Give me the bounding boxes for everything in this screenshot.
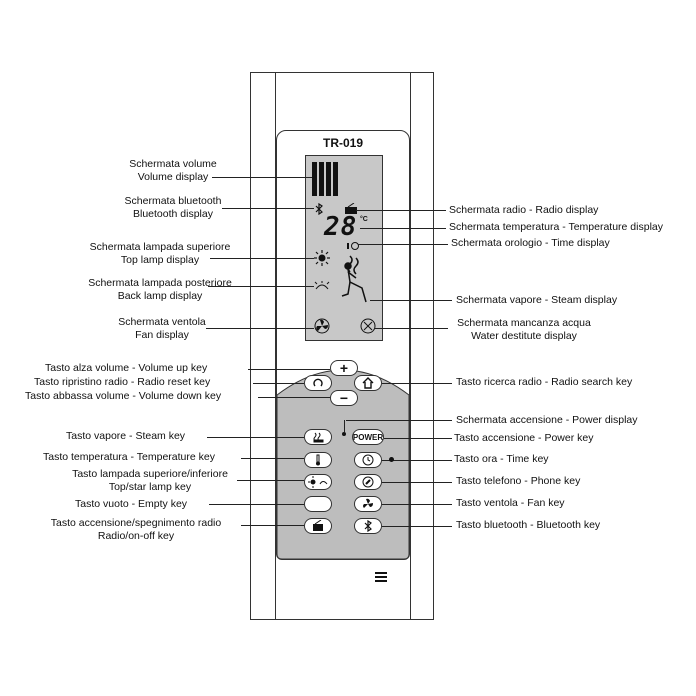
phone-icon: [362, 476, 374, 488]
leader-line: [360, 228, 446, 229]
steam-key[interactable]: [304, 429, 332, 445]
power-key[interactable]: POWER: [352, 429, 384, 445]
radio-on-off-key[interactable]: [304, 518, 332, 534]
menu-icon: [374, 570, 388, 589]
leader-line: [207, 437, 304, 438]
home-icon: [362, 377, 374, 389]
temperature-unit: °C: [360, 216, 368, 223]
fan-key-label: Tasto ventola - Fan key: [456, 497, 565, 509]
radio-display-label: Schermata radio - Radio display: [449, 204, 599, 216]
leader-line: [382, 460, 452, 461]
empty-key[interactable]: [304, 496, 332, 512]
model-title: TR-019: [322, 136, 363, 150]
radio-search-key-label: Tasto ricerca radio - Radio search key: [456, 376, 633, 388]
time-key-label: Tasto ora - Time key: [454, 453, 549, 465]
leader-line: [382, 482, 452, 483]
radio-icon: [313, 520, 323, 531]
bluetooth-display-icon: [314, 202, 324, 220]
temperature-key-label: Tasto temperatura - Temperature key: [43, 451, 215, 463]
leader-line: [248, 369, 330, 370]
top-lamp-display-icon: [314, 250, 330, 271]
leader-line: [212, 177, 312, 178]
time-display-label: Schermata orologio - Time display: [451, 237, 610, 249]
bluetooth-key[interactable]: [354, 518, 382, 534]
leader-line: [258, 397, 330, 398]
leader-line: [253, 383, 304, 384]
leader-line: [382, 526, 452, 527]
phone-key-label: Tasto telefono - Phone key: [456, 475, 581, 487]
radio-search-key[interactable]: [354, 375, 382, 391]
leader-line: [222, 208, 314, 209]
fan-key[interactable]: [354, 496, 382, 512]
lamp-icon: [308, 476, 328, 488]
leader-line: [384, 438, 452, 439]
empty-key-label: Tasto vuoto - Empty key: [75, 498, 188, 510]
power-display-label: Schermata accensione - Power display: [456, 414, 638, 426]
remote-right-rail: [410, 72, 434, 620]
steam-key-label: Tasto vapore - Steam key: [66, 430, 186, 442]
leader-line: [208, 286, 314, 287]
fan-display-icon: [314, 318, 330, 339]
leader-line: [206, 328, 314, 329]
leader-line: [374, 328, 448, 329]
lcd-display: 28 °C: [305, 155, 383, 341]
leader-line: [210, 258, 314, 259]
radio-reset-icon: [313, 378, 323, 387]
power-key-label: Tasto accensione - Power key: [454, 432, 594, 444]
leader-line: [358, 244, 448, 245]
steam-display-label: Schermata vapore - Steam display: [456, 294, 618, 306]
radio-display-icon: [344, 202, 358, 220]
volume-down-key-label: Tasto abbassa volume - Volume down key: [25, 390, 222, 402]
volume-bars-icon: [311, 161, 341, 202]
temperature-digits: 28: [324, 212, 358, 242]
leader-line: [241, 525, 304, 526]
top-star-lamp-key[interactable]: [304, 474, 332, 490]
steam-icon: [313, 432, 324, 443]
leader-line: [344, 420, 345, 432]
temperature-display-label: Schermata temperatura - Temperature disp…: [449, 221, 663, 233]
leader-line: [346, 420, 452, 421]
volume-up-key-label: Tasto alza volume - Volume up key: [45, 362, 208, 374]
leader-line: [237, 480, 304, 481]
leader-line: [356, 210, 446, 211]
back-lamp-display-icon: [314, 278, 330, 296]
steam-person-icon: [338, 254, 372, 309]
radio-reset-key[interactable]: [304, 375, 332, 391]
leader-line: [382, 504, 452, 505]
volume-down-key[interactable]: −: [330, 390, 358, 406]
water-destitute-icon: [360, 318, 376, 339]
leader-line: [209, 504, 304, 505]
phone-key[interactable]: [354, 474, 382, 490]
bluetooth-key-label: Tasto bluetooth - Bluetooth key: [456, 519, 601, 531]
temperature-key[interactable]: [304, 452, 332, 468]
power-indicator: [342, 432, 346, 436]
radio-reset-key-label: Tasto ripristino radio - Radio reset key: [34, 376, 211, 388]
leader-line: [241, 458, 304, 459]
leader-line: [382, 383, 452, 384]
clock-icon: [362, 454, 374, 466]
time-key-marker-dot: [389, 457, 394, 462]
time-key[interactable]: [354, 452, 382, 468]
clock-display-icon: [346, 238, 360, 256]
bluetooth-icon: [364, 520, 372, 532]
fan-icon: [363, 498, 373, 508]
remote-left-rail: [250, 72, 276, 620]
leader-line: [370, 300, 452, 301]
volume-up-key[interactable]: +: [330, 360, 358, 376]
thermometer-icon: [316, 454, 320, 466]
